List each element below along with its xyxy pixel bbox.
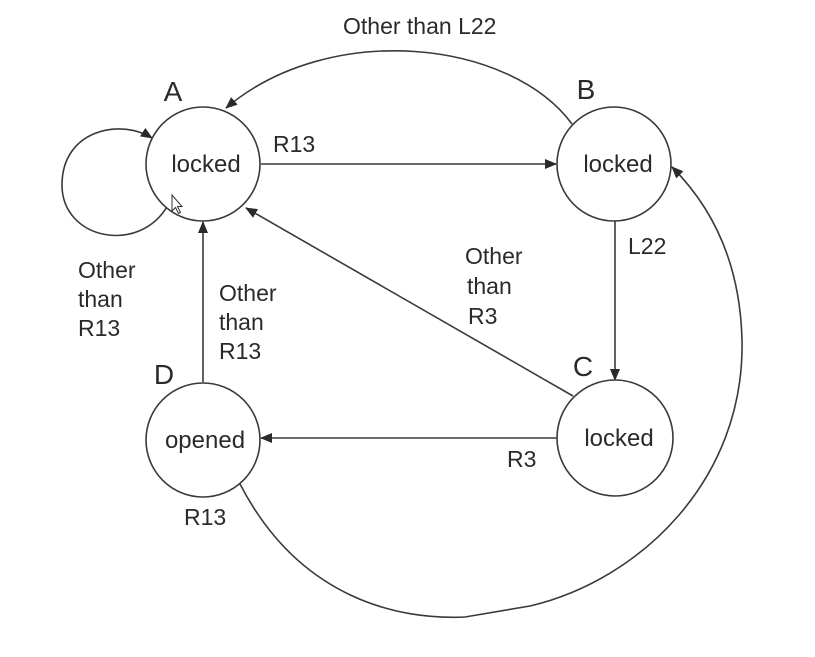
- edge-label-a-to-a: Other than R13: [78, 257, 136, 341]
- state-node-d[interactable]: opened D: [145, 359, 261, 498]
- state-letter: B: [577, 74, 596, 105]
- label-line: than: [467, 273, 512, 299]
- state-label: opened: [165, 427, 245, 454]
- label-line: R13: [219, 338, 261, 364]
- state-node-a[interactable]: locked A: [145, 76, 261, 222]
- label-line: Other: [465, 243, 523, 269]
- label-line: R3: [468, 303, 497, 329]
- state-circle: [556, 379, 674, 497]
- state-node-c[interactable]: locked C: [556, 351, 674, 497]
- mouse-cursor-icon: [171, 193, 184, 215]
- state-label: locked: [584, 425, 653, 452]
- state-label: locked: [171, 151, 240, 178]
- label-line: L22: [628, 233, 666, 259]
- state-letter: A: [164, 76, 183, 107]
- label-line: R3: [507, 446, 536, 472]
- edge-label-a-to-b: R13: [273, 131, 315, 157]
- edge-label-c-to-d: R3: [507, 446, 536, 472]
- label-line: Other: [78, 257, 136, 283]
- edge-label-d-to-b: R13: [184, 504, 226, 530]
- label-line: R13: [273, 131, 315, 157]
- label-line: R13: [78, 315, 120, 341]
- edge-a-to-a: [61, 127, 169, 237]
- label-line: R13: [184, 504, 226, 530]
- label-line: than: [78, 286, 123, 312]
- label-line: Other: [219, 280, 277, 306]
- edge-c-to-a: [245, 207, 574, 397]
- state-letter: D: [154, 359, 174, 390]
- state-letter: C: [573, 351, 593, 382]
- state-circle: [145, 106, 261, 222]
- edge-b-to-a: [225, 50, 573, 125]
- edge-label-d-to-a: Other than R13: [219, 280, 277, 364]
- state-label: locked: [583, 151, 652, 178]
- edge-label-c-to-a: Other than R3: [465, 243, 523, 329]
- state-circle: [556, 106, 672, 222]
- edge-d-to-b: [239, 166, 743, 619]
- state-node-b[interactable]: locked B: [556, 74, 672, 222]
- state-circle: [145, 382, 261, 498]
- edge-label-b-to-a: Other than L22: [343, 13, 496, 39]
- edge-label-b-to-c: L22: [628, 233, 666, 259]
- label-line: Other than L22: [343, 13, 496, 39]
- label-line: than: [219, 309, 264, 335]
